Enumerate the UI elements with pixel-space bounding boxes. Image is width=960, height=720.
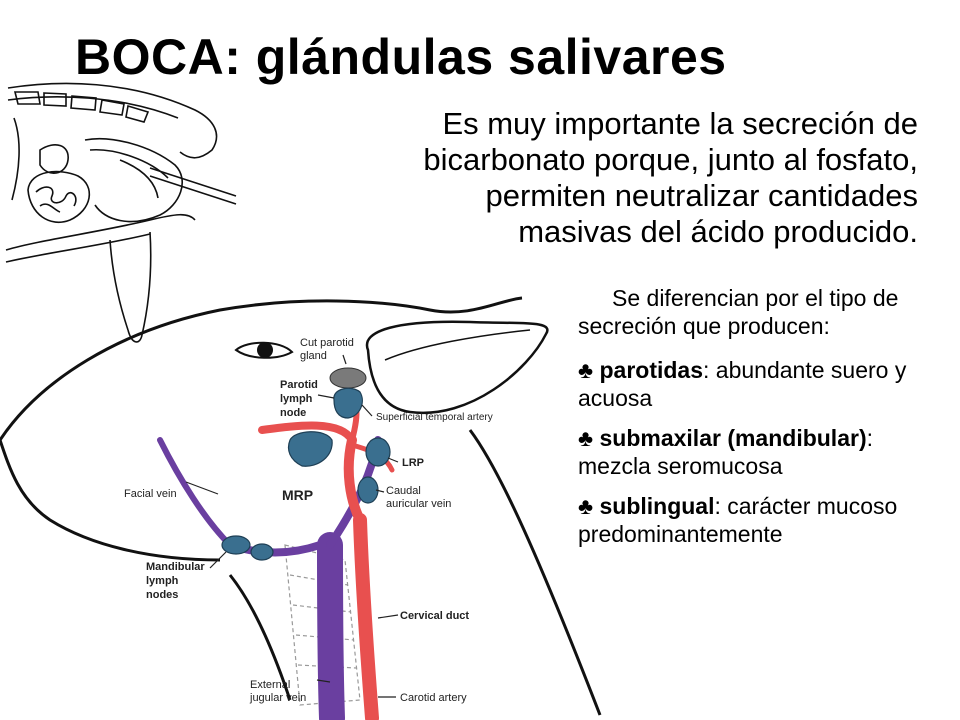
list-item: ♣ parotidas: abundante suero y acuosa [578, 356, 940, 412]
intro-line: bicarbonato porque, junto al fosfato, [423, 142, 918, 177]
gland-term: parotidas [599, 357, 704, 383]
club-bullet-icon: ♣ [578, 357, 594, 383]
intro-paragraph: Es muy importante la secreción de bicarb… [278, 106, 918, 250]
gland-desc: : abundante suero y acuosa [578, 357, 907, 411]
label-mandibular-3: nodes [146, 589, 178, 601]
label-carotid-artery: Carotid artery [400, 692, 467, 704]
label-external-1: External [250, 679, 290, 691]
gland-term: submaxilar (mandibular) [599, 425, 867, 451]
label-lrp: LRP [402, 457, 424, 469]
gland-desc: : carácter mucoso predominantemente [578, 493, 898, 547]
club-bullet-icon: ♣ [578, 493, 594, 519]
list-item: ♣ sublingual: carácter mucoso predominan… [578, 492, 940, 548]
label-caudal-1: Caudal [386, 485, 421, 497]
label-parotid-3: node [280, 407, 306, 419]
intro-line: Es muy importante la secreción de [442, 106, 918, 141]
list-item: ♣ submaxilar (mandibular): mezcla seromu… [578, 424, 940, 480]
gland-list: Se diferencian por el tipo de secreción … [578, 284, 940, 560]
label-superficial-temporal: Superficial temporal artery [376, 412, 493, 423]
club-bullet-icon: ♣ [578, 425, 594, 451]
label-cervical-duct: Cervical duct [400, 610, 469, 622]
list-lead: Se diferencian por el tipo de secreción … [578, 285, 899, 339]
label-caudal-2: auricular vein [386, 498, 451, 510]
label-cut-parotid-1: Cut parotid [300, 337, 354, 349]
label-cut-parotid-2: gland [300, 350, 327, 362]
label-parotid-1: Parotid [280, 379, 318, 391]
intro-line: permiten neutralizar cantidades [485, 178, 918, 213]
page-title: BOCA: glándulas salivares [75, 29, 727, 85]
label-mrp: MRP [282, 487, 313, 503]
label-parotid-2: lymph [280, 393, 313, 405]
intro-line: masivas del ácido producido. [518, 214, 918, 249]
label-mandibular-2: lymph [146, 575, 179, 587]
gland-term: sublingual [599, 493, 715, 519]
label-facial-vein: Facial vein [124, 488, 177, 500]
label-mandibular-1: Mandibular [146, 561, 205, 573]
label-external-2: jugular vein [249, 692, 306, 704]
gland-desc: : mezcla seromucosa [578, 425, 873, 479]
